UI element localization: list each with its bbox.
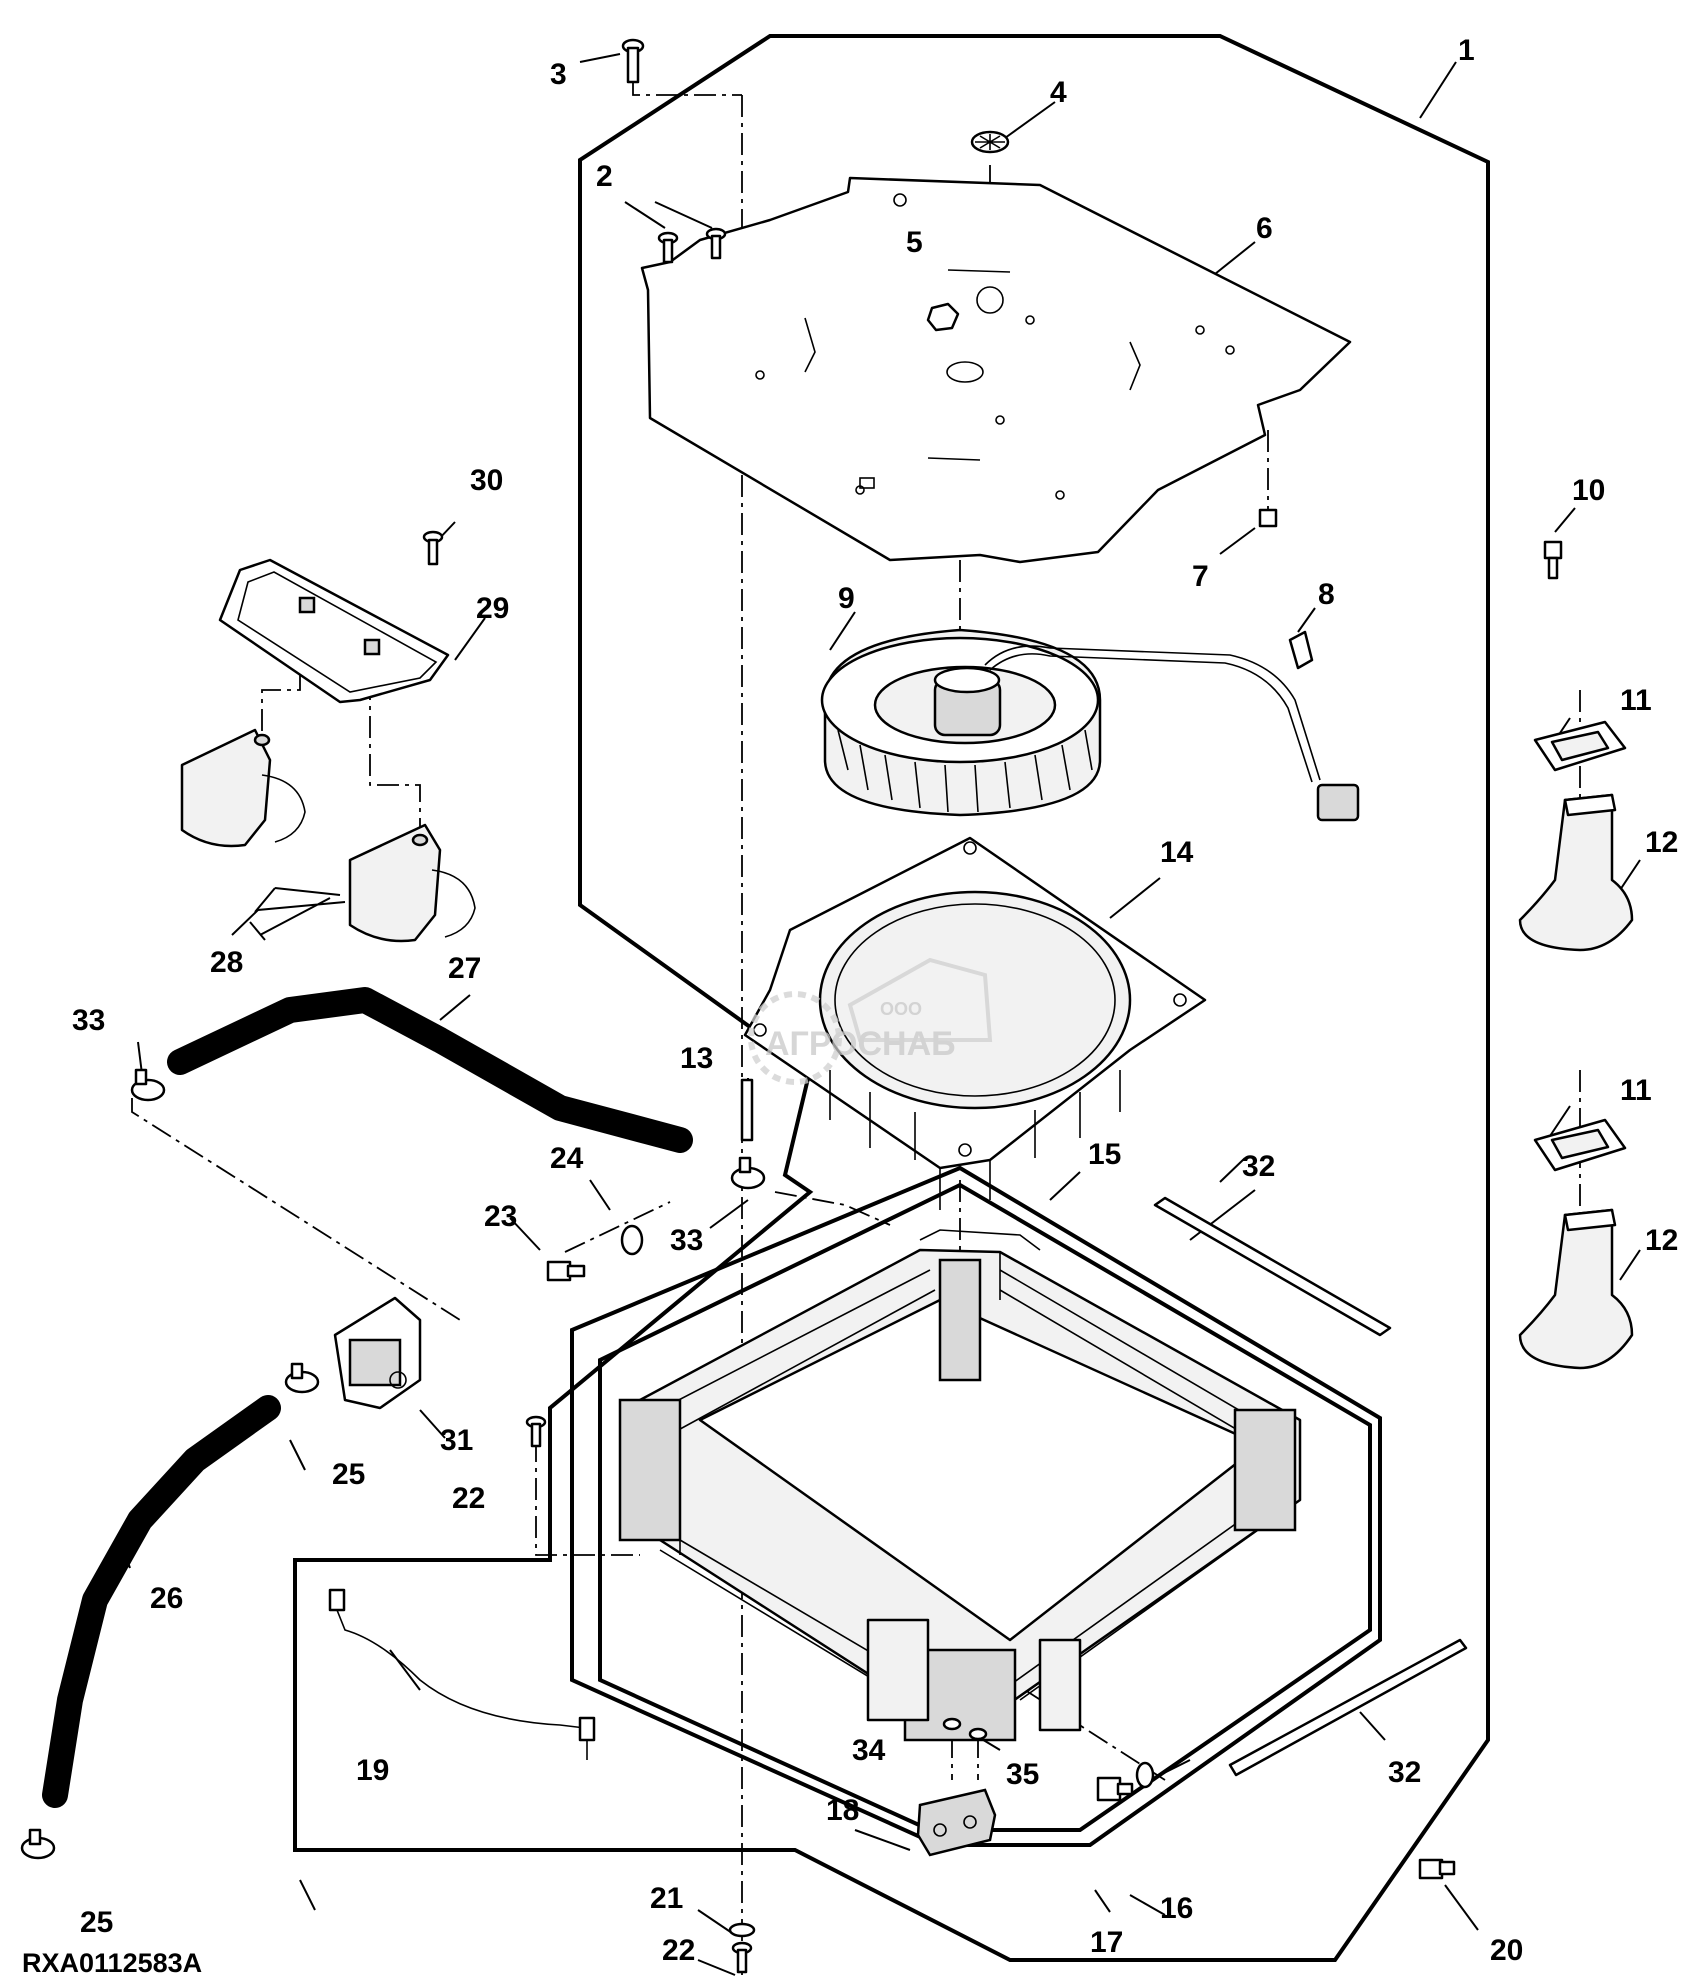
- callout-3: 3: [550, 58, 567, 91]
- pin-13: [740, 1078, 754, 1142]
- centerline-fitting-16-17: [1024, 1689, 1166, 1781]
- centerline-clamp-33b: [774, 1191, 891, 1226]
- callout-13: 13: [680, 1042, 713, 1075]
- callout-21: 21: [650, 1882, 683, 1915]
- centerline-fitting-24: [564, 1201, 671, 1253]
- o-ring-34: [942, 1717, 962, 1731]
- callout-15: 15: [1088, 1138, 1121, 1171]
- callout-8: 8: [1318, 578, 1335, 611]
- centerline-screw-22b: [535, 1440, 640, 1556]
- callout-11b: 11: [1620, 1074, 1652, 1107]
- duct-seal-11a: [1533, 720, 1627, 772]
- heater-core-15: [618, 1229, 1302, 1742]
- washer-21: [728, 1922, 756, 1938]
- callout-20: 20: [1490, 1934, 1523, 1967]
- callout-29: 29: [476, 592, 509, 625]
- hose-clamp-25a: [284, 1362, 320, 1394]
- fitting-23: [546, 1260, 586, 1282]
- hose-clamp-25b: [20, 1828, 56, 1860]
- callout-18: 18: [826, 1794, 859, 1827]
- watermark-main-text: АГРОСНАБ: [765, 1025, 956, 1063]
- cover-29: [218, 558, 450, 704]
- callout-14: 14: [1160, 836, 1194, 869]
- o-ring-35: [968, 1727, 988, 1741]
- callout-31: 31: [440, 1424, 473, 1457]
- callout-16: 16: [1160, 1892, 1193, 1925]
- heater-core-inner-boundary: [598, 1182, 1372, 1832]
- callout-1: 1: [1458, 34, 1475, 67]
- callout-33a: 33: [72, 1004, 105, 1037]
- centerline-hose-27: [131, 1098, 461, 1321]
- callout-22b: 22: [662, 1934, 695, 1967]
- hose-clamp-33b: [730, 1156, 766, 1190]
- watermark-top-text: ООО: [880, 999, 922, 1019]
- hose-clamp-33a: [130, 1068, 166, 1102]
- callout-25b: 25: [80, 1906, 113, 1939]
- duct-outlet-12b: [1518, 1208, 1634, 1370]
- sensor-10: [1543, 540, 1563, 580]
- callout-34: 34: [852, 1734, 886, 1767]
- callout-12a: 12: [1645, 826, 1678, 859]
- callout-32b: 32: [1388, 1756, 1421, 1789]
- screw-3: [621, 38, 645, 84]
- callout-25a: 25: [332, 1458, 365, 1491]
- callout-35: 35: [1006, 1758, 1039, 1791]
- heater-core-15-boundary: [570, 1165, 1382, 1847]
- callout-30: 30: [470, 464, 503, 497]
- callout-12b: 12: [1645, 1224, 1678, 1257]
- centerline-screw-3: [632, 80, 742, 96]
- foam-strip-32a: [1153, 1196, 1392, 1337]
- callout-22a: 22: [452, 1482, 485, 1515]
- damper-door-28a: [180, 728, 306, 848]
- expansion-valve-18: [916, 1788, 997, 1857]
- leader-lines: [119, 53, 1641, 1976]
- duct-outlet-12a: [1518, 793, 1634, 952]
- callout-5: 5: [906, 226, 923, 259]
- heater-hose-27: [167, 987, 693, 1153]
- callout-26: 26: [150, 1582, 183, 1615]
- damper-door-28b: [348, 823, 476, 943]
- callout-23: 23: [484, 1200, 517, 1233]
- heater-hose-26: [42, 1395, 281, 1808]
- foam-strip-32b: [1228, 1638, 1468, 1777]
- callout-27: 27: [448, 952, 481, 985]
- screw-22b: [731, 1941, 753, 1974]
- callout-2: 2: [596, 160, 613, 193]
- fan-housing-14: [743, 836, 1207, 1210]
- callout-7: 7: [1192, 560, 1209, 593]
- callout-28: 28: [210, 946, 243, 979]
- callout-10: 10: [1572, 474, 1605, 507]
- callout-33b: 33: [670, 1224, 703, 1257]
- nut-5: [926, 302, 960, 332]
- assembly-1-boundary: [293, 34, 1490, 1962]
- grommet-4: [970, 130, 1010, 154]
- connector-8: [1288, 630, 1314, 670]
- blower-fan-9: [820, 628, 1360, 822]
- callout-11a: 11: [1620, 684, 1652, 717]
- o-ring-16: [1135, 1761, 1155, 1789]
- clip-7: [1258, 508, 1278, 528]
- callout-6: 6: [1256, 212, 1273, 245]
- screw-30: [422, 530, 444, 566]
- sensor-harness-19: [328, 1588, 596, 1760]
- fitting-17: [1096, 1776, 1134, 1802]
- mounting-plate-holes: [755, 193, 1235, 500]
- fitting-20: [1418, 1858, 1456, 1880]
- callout-32a: 32: [1242, 1150, 1275, 1183]
- actuator-31: [333, 1296, 422, 1410]
- figure-id: RXA0112583A: [22, 1948, 202, 1978]
- callout-17: 17: [1090, 1926, 1123, 1959]
- mounting-plate-6: [640, 176, 1352, 564]
- callout-24: 24: [550, 1142, 584, 1175]
- screw-22a: [525, 1415, 547, 1448]
- watermark-logo: ООО АГРОСНАБ: [748, 957, 993, 1085]
- callout-labels: 1 2 3 4 5 6 7 8 9 10 11 12 11 12 13 14 1…: [72, 34, 1678, 1967]
- duct-seal-11b: [1533, 1118, 1627, 1172]
- callout-9: 9: [838, 582, 855, 615]
- callout-4: 4: [1050, 76, 1067, 109]
- screw-2: [657, 227, 727, 264]
- callout-19: 19: [356, 1754, 389, 1787]
- washer-24: [620, 1224, 644, 1256]
